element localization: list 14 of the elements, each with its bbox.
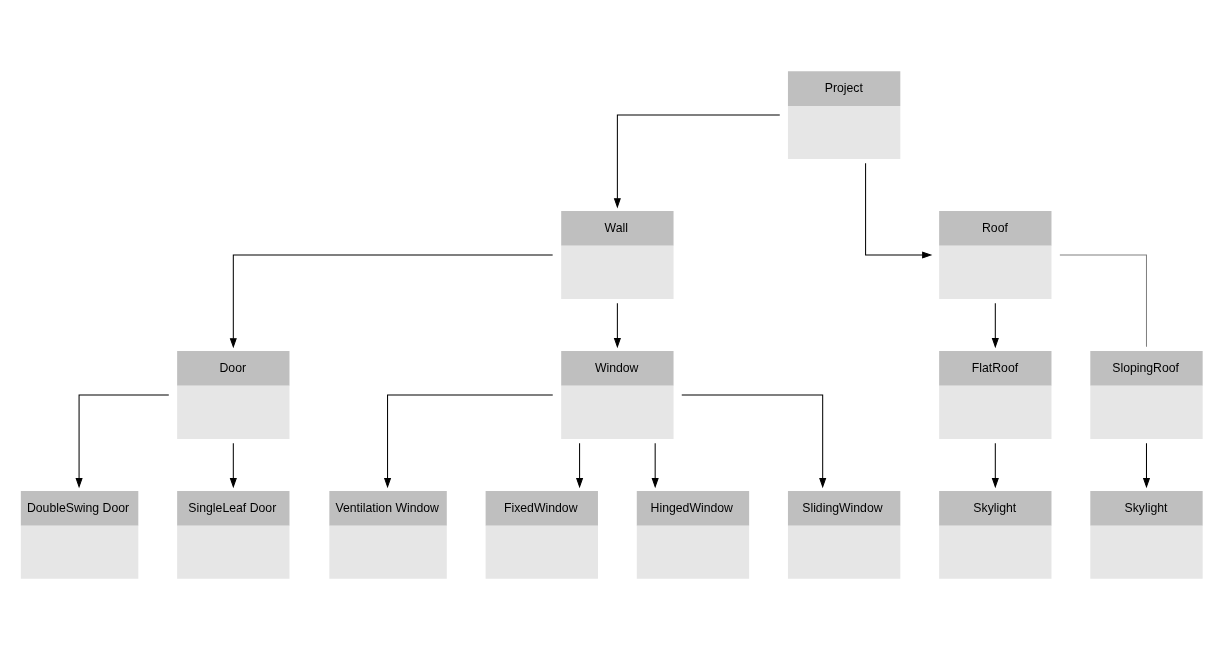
arrow bbox=[75, 394, 170, 489]
arrow bbox=[576, 442, 584, 489]
arrow bbox=[383, 394, 554, 489]
arrow bbox=[229, 442, 237, 489]
arrow bbox=[651, 442, 659, 489]
arrow bbox=[1142, 442, 1151, 489]
arrow bbox=[613, 114, 781, 209]
arrow bbox=[991, 302, 999, 349]
arrow bbox=[229, 254, 554, 349]
arrow bbox=[865, 162, 933, 259]
connector bbox=[1059, 254, 1147, 348]
arrow bbox=[991, 442, 999, 489]
arrow bbox=[681, 394, 827, 489]
arrow bbox=[613, 302, 621, 349]
